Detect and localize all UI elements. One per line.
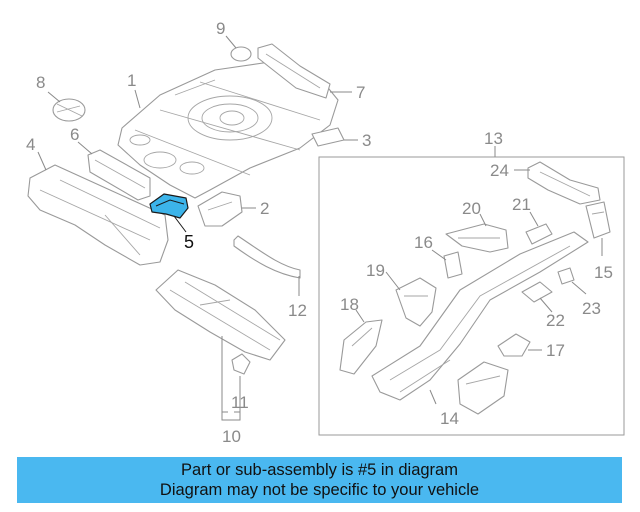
callout-14: 14 — [440, 409, 459, 428]
callout-2: 2 — [260, 199, 269, 218]
part-box-section — [457, 361, 509, 415]
callout-16: 16 — [414, 233, 433, 252]
callout-4: 4 — [26, 135, 35, 154]
callout-21: 21 — [512, 195, 531, 214]
callout-12: 12 — [288, 301, 307, 320]
callout-17: 17 — [546, 341, 565, 360]
group-13-frame — [318, 156, 625, 436]
part-1-rear-floor-pan — [117, 61, 339, 199]
part-15-plate — [585, 201, 611, 239]
part-20-extension — [445, 223, 509, 253]
part-19-housing — [395, 277, 437, 327]
notice-banner: Part or sub-assembly is #5 in diagram Di… — [17, 457, 622, 503]
callout-20: 20 — [462, 199, 481, 218]
callout-23: 23 — [582, 299, 601, 318]
part-4-side-member — [27, 164, 169, 266]
part-11-small-bracket — [231, 353, 251, 375]
part-9-plug — [230, 46, 252, 62]
callout-15: 15 — [594, 263, 613, 282]
callout-5: 5 — [184, 232, 194, 252]
callout-9: 9 — [216, 19, 225, 38]
part-24-rail — [527, 161, 601, 205]
callout-7: 7 — [356, 83, 365, 102]
part-23-clip — [557, 267, 575, 285]
callout-8: 8 — [36, 73, 45, 92]
callout-22: 22 — [546, 311, 565, 330]
part-16-bracket — [443, 251, 463, 279]
part-6-side-rail — [87, 149, 151, 201]
part-8-bracket — [52, 98, 86, 122]
part-18-bracket — [339, 319, 383, 375]
part-17-bracket — [497, 333, 531, 357]
callout-18: 18 — [340, 295, 359, 314]
callout-3: 3 — [362, 131, 371, 150]
callout-10: 10 — [222, 427, 241, 446]
part-7-rear-crossmember — [257, 43, 331, 99]
part-22-bracket — [521, 281, 553, 303]
callout-11: 11 — [231, 393, 249, 412]
banner-line-1: Part or sub-assembly is #5 in diagram — [181, 461, 458, 479]
part-2-reinforcement — [197, 191, 243, 227]
callout-19: 19 — [366, 261, 385, 280]
part-21-bracket — [525, 223, 553, 245]
part-12-curved-rail — [233, 235, 301, 279]
callout-6: 6 — [70, 125, 79, 144]
callout-24: 24 — [490, 161, 509, 180]
part-5-highlighted-bracket — [149, 193, 189, 219]
callout-1: 1 — [127, 71, 136, 90]
callout-13: 13 — [484, 129, 503, 148]
banner-line-2: Diagram may not be specific to your vehi… — [159, 481, 480, 499]
part-14-side-member — [371, 231, 589, 401]
part-10-front-floor — [155, 269, 286, 361]
